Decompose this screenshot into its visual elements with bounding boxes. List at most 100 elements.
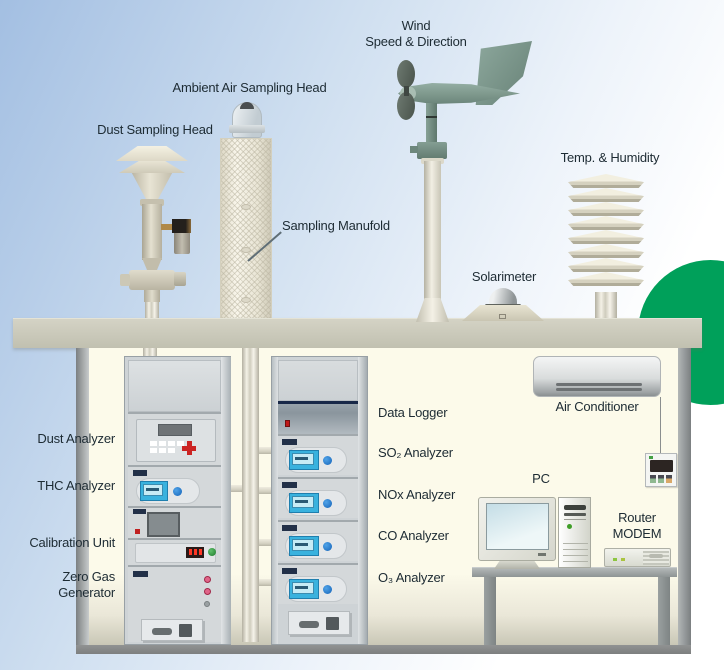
louver-plate [568,188,644,202]
lcd-screen [140,481,168,501]
sampler-body [142,204,162,260]
collar-ring [140,199,164,206]
drive-bay [564,505,586,510]
stem-seam [426,116,437,118]
power-led [567,524,572,529]
valve-stem [144,290,160,302]
propeller-blade [397,60,415,88]
so2-analyzer-label: SO₂ Analyzer [378,445,453,460]
zero-gas-generator-label: Zero Gas Generator [15,569,115,601]
table-leg [484,577,496,645]
wind-sensor [370,30,540,325]
rack-rail [272,357,278,644]
calibration-unit [128,538,221,565]
front-panel [136,419,216,462]
power-button [323,499,332,508]
zero-gas-generator-unit [128,565,221,642]
solarimeter-dome [489,288,517,306]
red-led [285,420,290,427]
o3-analyzer-label: O₃ Analyzer [378,570,445,585]
red-cross-key [182,441,196,455]
router-led [621,558,625,561]
data-logger-label: Data Logger [378,405,448,420]
co-analyzer-label: CO Analyzer [378,528,449,543]
louver-plate [568,272,644,286]
sampling-manifold-pipe [242,348,259,642]
air-conditioner-label: Air Conditioner [555,399,639,414]
rack-top-door [128,360,221,412]
power-button [323,585,332,594]
ambient-head-label: Ambient Air Sampling Head [172,80,327,95]
dome-band [229,125,265,133]
switch [326,617,339,630]
power-button [173,487,182,496]
lower-panel [288,611,350,635]
inlet-funnel [131,173,173,201]
rack-rail [221,357,231,644]
base-port [499,314,506,319]
lower-panel [141,619,203,641]
manifold-branch [259,579,272,586]
unit-badge [133,571,148,577]
manifold-label: Sampling Manufold [282,218,390,233]
ac-control-wire [660,397,661,453]
vent-slot [299,621,319,628]
router-modem-label: Router MODEM [592,510,682,542]
louver-plate [568,174,644,188]
unit-badge [133,509,146,514]
manifold-branch [231,485,242,492]
monitor-unit [128,506,221,538]
propeller-blade [397,92,415,120]
controller-display [650,460,673,472]
lcd-screen [289,450,319,470]
calibration-unit-label: Calibration Unit [29,535,115,550]
rain-cap-top [116,146,188,161]
unit-badge [282,439,297,445]
switch [179,624,192,637]
gray-screen [147,512,180,537]
louver-plate [568,244,644,258]
temp-humidity-sensor [568,170,644,330]
station-roof [13,318,702,348]
dust-head-label: Dust Sampling Head [97,122,213,137]
manifold-branch [259,487,272,494]
indicator-light [204,601,210,607]
temp-humidity-label: Temp. & Humidity [560,150,660,165]
pc-tower [558,497,591,568]
rack-top-door [278,360,358,401]
so2-analyzer-unit [278,434,358,475]
louver-plate [568,258,644,272]
tower-port [241,247,251,253]
mount-tab [410,146,418,153]
solarimeter [462,288,544,321]
manifold-branch [259,447,272,454]
brass-fitting [161,224,174,230]
vent-slot [152,628,172,635]
monitor-stand [494,561,540,569]
lcd-screen [289,579,319,599]
sensor-stem [426,103,437,143]
pc-label: PC [532,471,550,486]
thc-analyzer-unit [128,465,221,506]
louver-plate [568,230,644,244]
shelter-floor [76,645,691,654]
dust-pipe-stub [143,348,157,359]
zero-gas-label-line1: Zero Gas [62,569,115,584]
rack-rail [358,357,367,644]
display [158,424,192,436]
thc-analyzer-label: THC Analyzer [37,478,115,493]
unit-badge [133,470,147,476]
rain-cap-lower [119,161,185,173]
lcd-screen [289,493,319,513]
valve-body [129,270,175,290]
controller-button [658,475,664,483]
wind-label: Wind Speed & Direction [340,18,492,50]
keypad [150,441,157,446]
indicator-light [204,588,211,595]
sensor-mount [417,142,447,159]
ac-vent-slat [556,383,642,386]
solarimeter-base [462,305,544,321]
zero-gas-label-line2: Generator [58,585,115,600]
power-button [323,456,332,465]
co-analyzer-unit [278,520,358,561]
